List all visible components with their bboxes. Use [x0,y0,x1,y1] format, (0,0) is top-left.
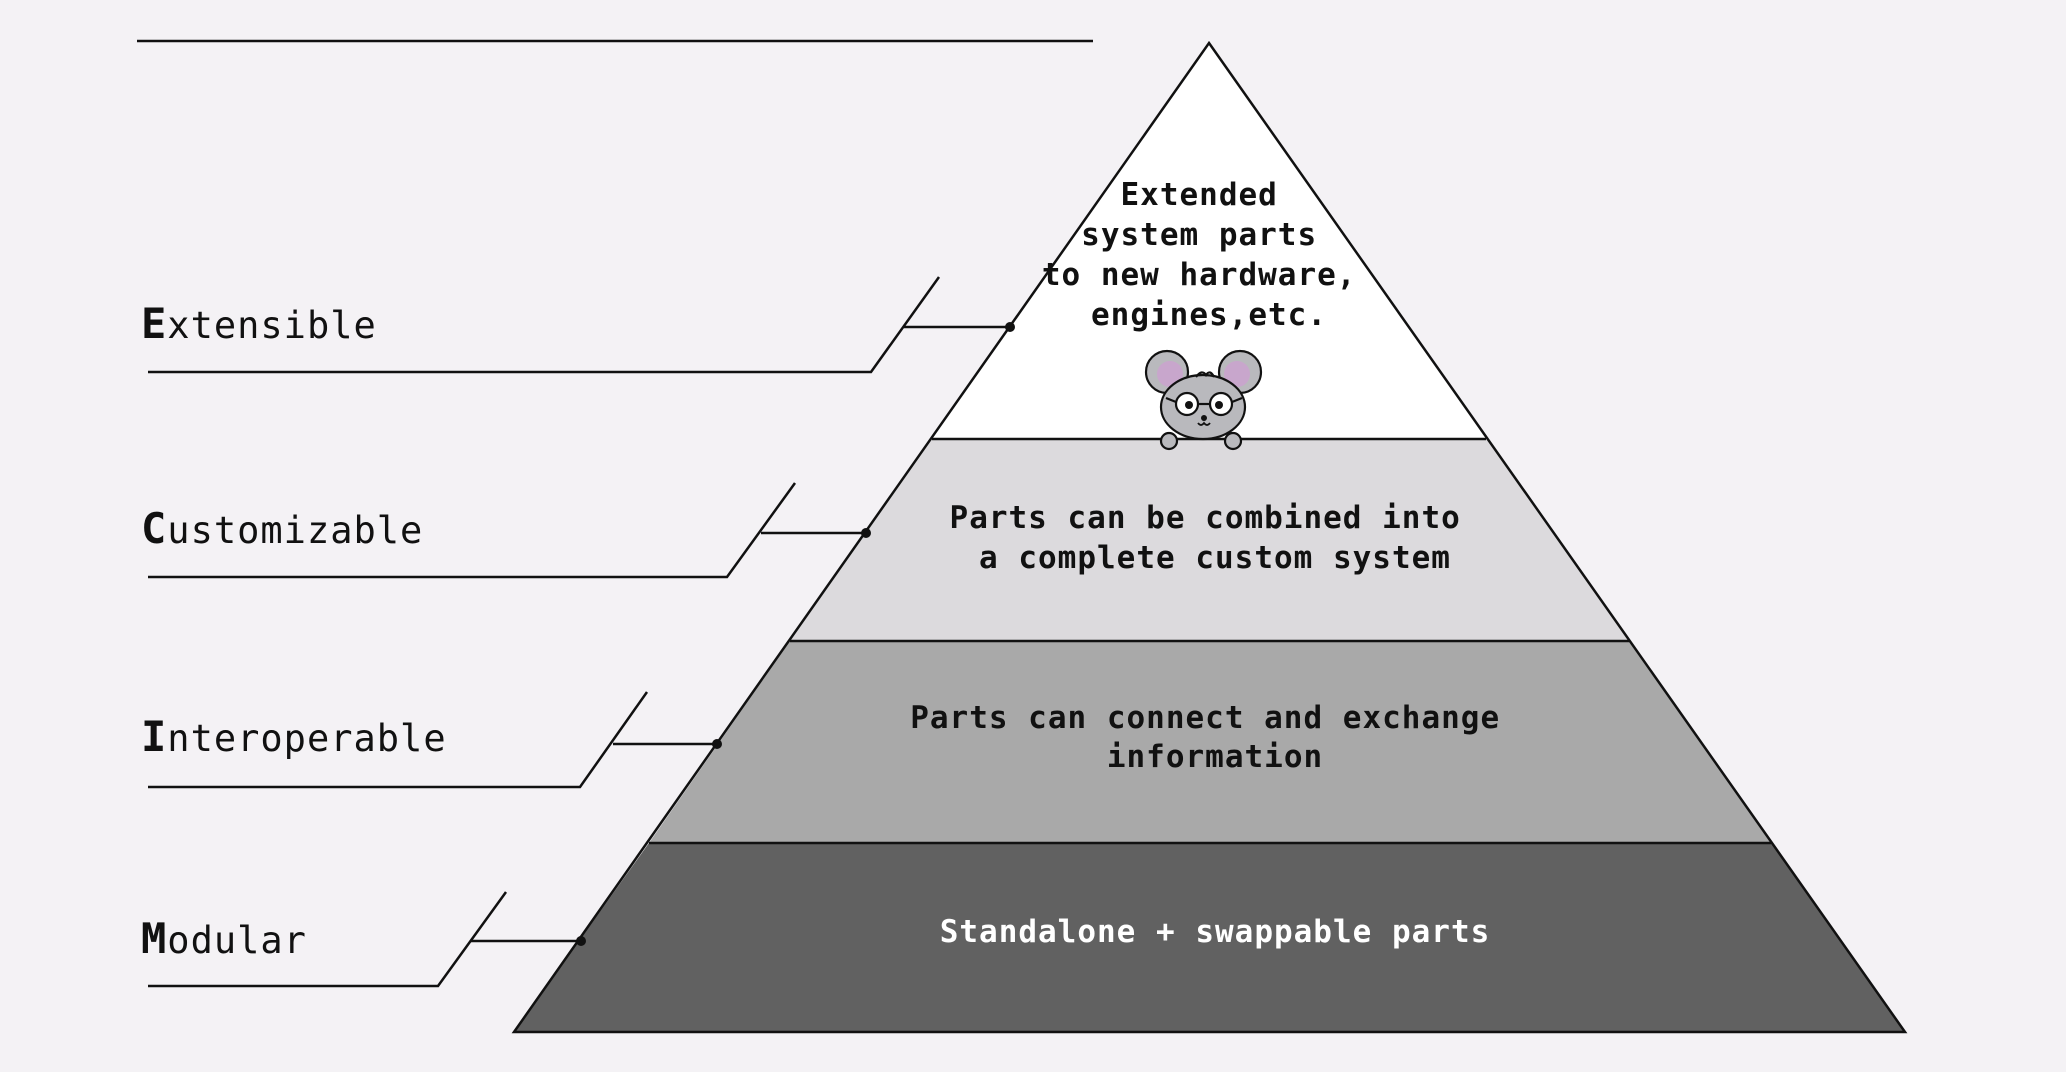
tier-customizable [790,439,1629,641]
level-label-customizable: Customizable [141,504,423,553]
level-label-extensible: Extensible [141,299,377,348]
level-label-modular: Modular [141,914,307,963]
leader-dot [1005,322,1015,332]
leader-dot [861,528,871,538]
tier-description-extensible: Extended system parts to new hardware, e… [1042,177,1376,333]
leader-modular [148,891,581,988]
leader-dot [712,739,722,749]
leader-interoperable [148,691,717,789]
leader-extensible [148,276,1010,374]
pyramid-outline [511,40,1908,1034]
tier-interoperable [649,641,1771,843]
tier-description-customizable: Parts can be combined into a complete cu… [950,500,1481,576]
tier-modular [514,843,1905,1032]
mouse-mascot-icon [1144,349,1263,451]
level-label-interoperable: Interoperable [141,712,447,761]
tier-extensible [932,43,1486,439]
tier-description-interoperable: Parts can connect and exchange informati… [910,700,1520,775]
leader-dot [576,936,586,946]
tier-description-modular: Standalone + swappable parts [940,914,1491,950]
leader-customizable [148,482,866,579]
